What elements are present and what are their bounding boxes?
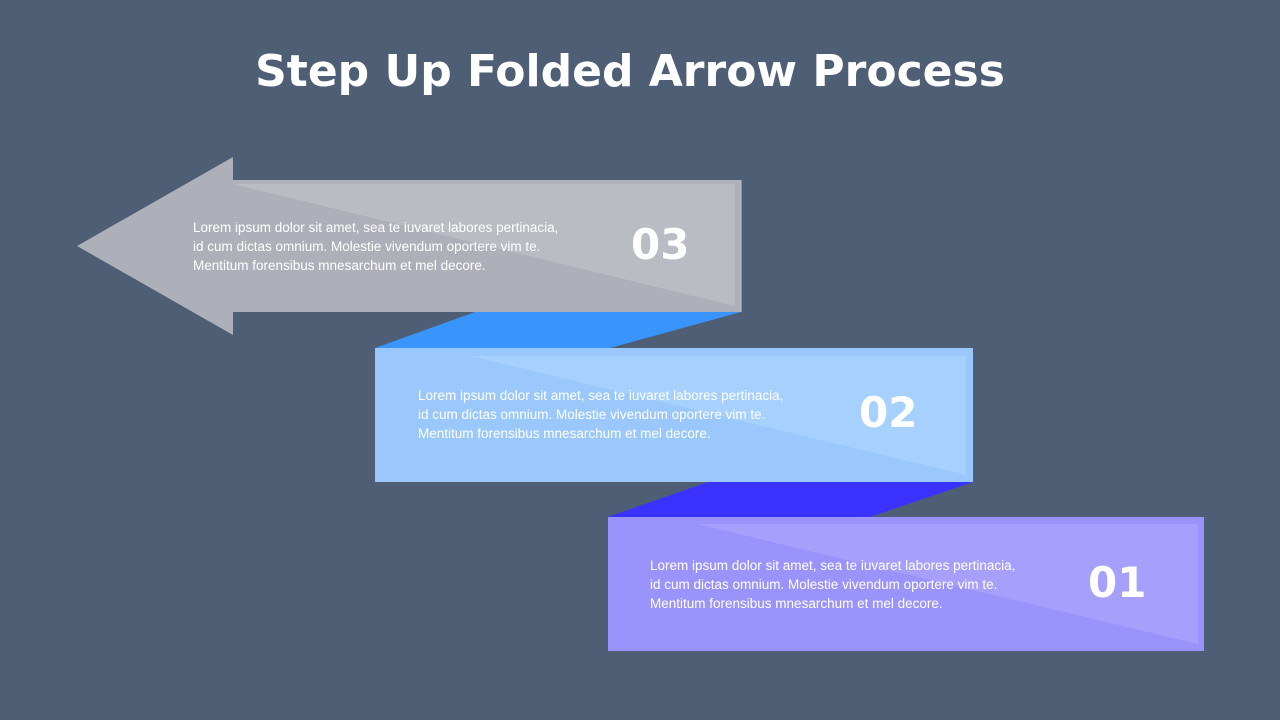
step-02-box [375,348,973,482]
step-03-line-2: id cum dictas omnium. Molestie vivendum … [193,239,541,254]
step-01-number: 01 [1088,558,1147,607]
step-01-line-3: Mentitum forensibus mnesarchum et mel de… [650,596,943,611]
step-03-line-3: Mentitum forensibus mnesarchum et mel de… [193,258,486,273]
step-03-description: Lorem ipsum dolor sit amet, sea te iuvar… [193,218,558,275]
step-03-arrow [77,157,742,335]
step-03-line-1: Lorem ipsum dolor sit amet, sea te iuvar… [193,220,559,235]
step-02-line-1: Lorem ipsum dolor sit amet, sea te iuvar… [418,388,784,403]
step-02-line-3: Mentitum forensibus mnesarchum et mel de… [418,426,711,441]
step-02-description: Lorem ipsum dolor sit amet, sea te iuvar… [418,386,783,443]
step-02-number: 02 [859,388,918,437]
step-01-line-1: Lorem ipsum dolor sit amet, sea te iuvar… [650,558,1016,573]
fold-lower [608,482,973,517]
slide-title: Step Up Folded Arrow Process [255,46,1005,97]
step-01-box [608,517,1204,651]
step-01-description: Lorem ipsum dolor sit amet, sea te iuvar… [650,556,1015,613]
fold-upper [375,312,741,348]
step-03-number: 03 [631,220,690,269]
step-02-line-2: id cum dictas omnium. Molestie vivendum … [418,407,766,422]
step-01-line-2: id cum dictas omnium. Molestie vivendum … [650,577,998,592]
